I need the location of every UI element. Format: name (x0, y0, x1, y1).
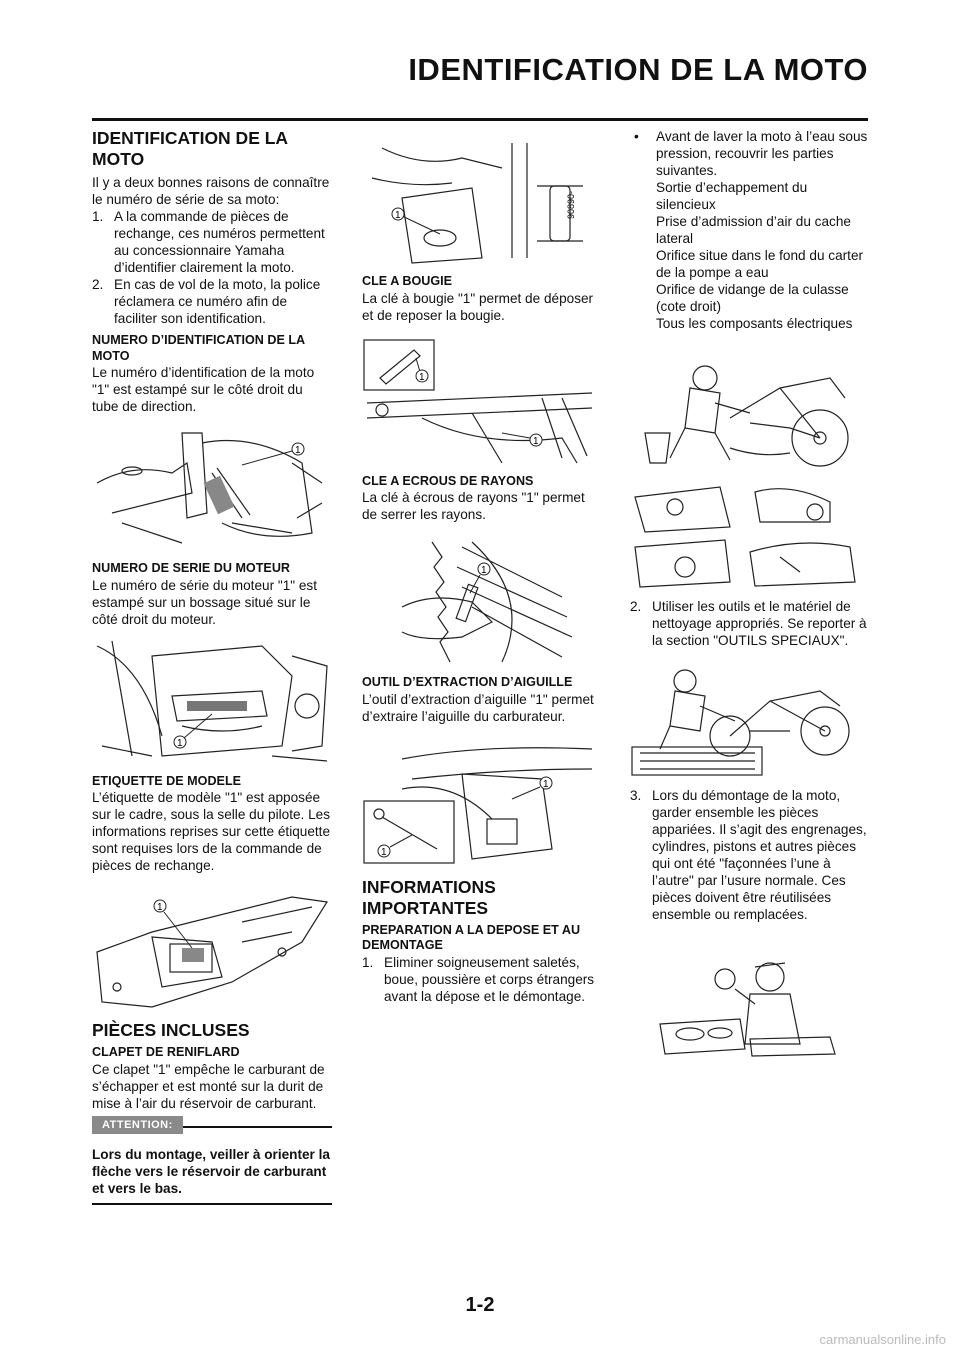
model-label-text: L’étiquette de modèle "1" est apposée su… (92, 790, 331, 873)
list-number: 2. (630, 599, 642, 614)
list-number: 3. (630, 788, 642, 803)
header-rule (92, 118, 868, 121)
column-middle: 90890- 1 CLE A BOUGIE La clé à bougie "1… (362, 128, 602, 1005)
callout-1 (153, 899, 167, 913)
callout-label: 1 (381, 847, 387, 858)
wash-line: Sortie d’echappement du silencieux (656, 180, 808, 212)
bullet-item: • Avant de laver la moto à l’eau sous pr… (630, 128, 870, 332)
section-title-identification: IDENTIFICATION DE LA MOTO (92, 128, 288, 169)
column-left: IDENTIFICATION DE LA MOTO Il y a deux bo… (92, 128, 332, 1205)
tools-motorcycle-illustration (631, 669, 850, 776)
list-text: Eliminer soigneusement saletés, boue, po… (384, 954, 595, 1004)
callout-label: 1 (419, 372, 425, 383)
wash-line: Orifice situe dans le fond du carter de … (656, 248, 864, 280)
list-number: 2. (92, 277, 104, 292)
callout-1 (391, 207, 405, 221)
spoke-wrench-text: La clé à écrous de rayons "1" permet de … (362, 490, 585, 522)
attention-text: Lors du montage, veiller à orienter la f… (92, 1146, 330, 1196)
list-text: Utiliser les outils et le matériel de ne… (652, 599, 867, 648)
vin-text: Le numéro d’identification de la moto "1… (92, 365, 315, 414)
column-right: • Avant de laver la moto à l’eau sous pr… (630, 128, 870, 1067)
callout-label: 1 (481, 565, 487, 576)
spoke-wrench-title: CLE A ECROUS DE RAYONS (362, 473, 534, 488)
intro-text: Il y a deux bonnes raisons de connaître … (92, 175, 330, 207)
wash-line: Orifice de vidange de la culasse (cote d… (656, 282, 849, 314)
bullet-mark: • (634, 129, 639, 144)
list-text: En cas de vol de la moto, la police récl… (114, 277, 321, 326)
list-item: 1. Eliminer soigneusement saletés, boue, … (362, 954, 602, 1005)
engine-number-mark (187, 700, 247, 711)
spark-plug-wrench-illustration: 90890- 1 (371, 143, 583, 264)
list-item: 3. Lors du démontage de la moto, garder e… (630, 787, 870, 923)
engine-serial-text: Le numéro de série du moteur "1" est est… (92, 577, 318, 627)
callout-1 (377, 844, 391, 857)
callout-1 (539, 776, 553, 789)
carburetor-needle-illustration: 1 1 (363, 746, 593, 864)
engine-serial-title: NUMERO DE SERIE DU MOTEUR (92, 561, 291, 575)
engine-illustration: 1 (96, 640, 328, 762)
seat-frame-illustration: 1 (96, 896, 328, 1008)
breather-text: Ce clapet "1" empêche le carburant de s’… (92, 1061, 325, 1111)
prep-title: PREPARATION A LA DEPOSE ET AU DEMONTAGE (362, 922, 581, 953)
list-text: Lors du démontage de la moto, garder ens… (652, 788, 867, 922)
callout-label: 1 (177, 738, 183, 749)
callout-label: 1 (157, 902, 163, 913)
section-title-parts: PIÈCES INCLUSES (92, 1020, 250, 1040)
list-number: 1. (92, 209, 104, 224)
needle-tool-text: L’outil d’extraction d’aiguille "1" perm… (362, 691, 594, 724)
callout-1 (529, 433, 543, 446)
mechanic-parts-illustration (659, 962, 836, 1057)
callout-1 (173, 735, 187, 748)
callout-label: 1 (533, 436, 539, 447)
vin-title: NUMERO D’IDENTIFICATION DE LA MOTO (92, 333, 305, 363)
washing-motorcycle-illustration (644, 365, 849, 467)
section-title-info: INFORMATIONS IMPORTANTES (362, 876, 496, 918)
list-item: 2. En cas de vol de la moto, la police ré… (92, 276, 332, 327)
needle-tool-title: OUTIL D’EXTRACTION D’AIGUILLE (362, 675, 573, 689)
steering-head-illustration: 1 (96, 432, 323, 544)
callout-label: 1 (295, 445, 301, 456)
page-number: 1-2 (465, 1294, 495, 1316)
watermark: carmanualsonline.info (819, 1332, 946, 1347)
model-label-title: ETIQUETTE DE MODELE (92, 773, 242, 788)
plug-wrench-title: CLE A BOUGIE (362, 274, 453, 288)
list-number: 1. (362, 954, 374, 970)
tool-number-label: 90890- (566, 191, 576, 219)
wash-line: Avant de laver la moto à l’eau sous pres… (656, 129, 868, 178)
callout-label: 1 (543, 779, 549, 790)
wash-line: Tous les composants électriques (656, 316, 853, 331)
covered-parts-illustrations (634, 486, 856, 588)
callout-1 (477, 562, 491, 576)
wash-line: Prise d’admission d’air du cache lateral (656, 214, 851, 246)
list-text: A la commande de pièces de rechange, ces… (114, 209, 325, 275)
vin-plate-mark (203, 475, 235, 515)
attention-box: ATTENTION: Lors du montage, veiller à or… (92, 1115, 332, 1205)
list-item: 2. Utiliser les outils et le matériel de … (630, 598, 870, 649)
nipple-wrench-illustration: 1 1 (363, 338, 593, 463)
breather-title: CLAPET DE RENIFLARD (92, 1045, 240, 1059)
callout-label: 1 (395, 210, 401, 221)
spoke-wheel-illustration: 1 (401, 541, 573, 663)
list-item: 1. A la commande de pièces de rechange, c… (92, 208, 332, 276)
page-header-title: IDENTIFICATION DE LA MOTO (408, 52, 868, 87)
callout-1 (291, 442, 305, 456)
model-label-mark (182, 948, 204, 962)
callout-1 (415, 369, 429, 382)
plug-wrench-text: La clé à bougie "1" permet de déposer et… (362, 290, 594, 323)
attention-label: ATTENTION: (92, 1115, 183, 1134)
